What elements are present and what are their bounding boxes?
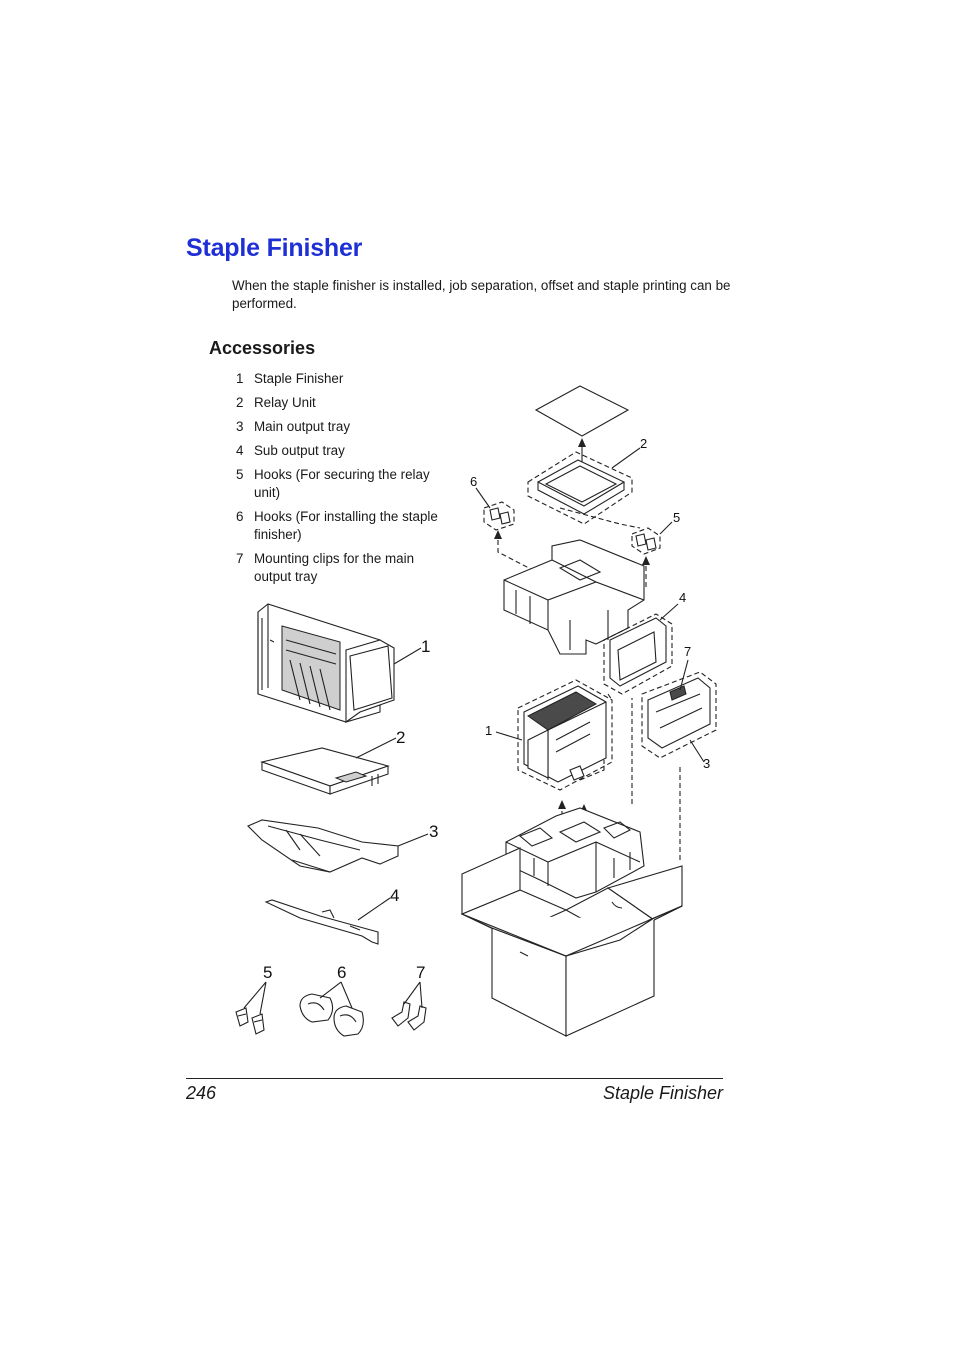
callout-label-7: 7: [416, 963, 425, 982]
accessories-list: 1 Staple Finisher 2 Relay Unit 3 Main outpu…: [232, 370, 447, 592]
sub-output-tray-drawing: [264, 899, 379, 945]
top-sheet-drawing: [534, 385, 630, 437]
list-item: 5 Hooks (For securing the relay unit): [232, 466, 447, 502]
finisher-hooks-drawing: [299, 993, 364, 1037]
shipping-box-drawing: [460, 847, 683, 1037]
callout-leader: [397, 833, 429, 847]
callout-label-1-right: 1: [485, 723, 492, 738]
list-item-label: Relay Unit: [254, 395, 316, 410]
callout-leader: [357, 897, 391, 921]
list-item-label: Mounting clips for the main output tray: [254, 551, 415, 584]
callout-leader: [689, 739, 705, 763]
mounting-clips-drawing: [391, 1001, 427, 1031]
callout-leader: [611, 447, 641, 469]
arrow-head: [578, 438, 586, 447]
relay-unit-drawing: [260, 747, 390, 795]
footer-page-number: 246: [186, 1083, 217, 1103]
list-item-number: 6: [236, 509, 244, 524]
callout-label-6: 6: [337, 963, 346, 982]
list-item: 2 Relay Unit: [232, 394, 447, 412]
callout-leader: [243, 981, 267, 1015]
intro-paragraph: When the staple finisher is installed, j…: [232, 278, 731, 311]
list-item: 6 Hooks (For installing the staple finish…: [232, 508, 447, 544]
list-item: 4 Sub output tray: [232, 442, 447, 460]
main-output-tray-drawing: [247, 819, 399, 873]
hooks-6-dashed-outline: [483, 501, 515, 531]
callout-leader: [403, 981, 423, 1009]
page-title: Staple Finisher: [186, 234, 363, 262]
hooks-5-dashed-outline: [631, 527, 661, 555]
list-item-label: Sub output tray: [254, 443, 345, 458]
callout-label-5-right: 5: [673, 510, 680, 525]
callout-leader: [355, 737, 397, 759]
callout-leader: [659, 603, 679, 621]
list-item-number: 5: [236, 467, 244, 482]
finisher-dashed-outline: [517, 679, 613, 791]
staple-finisher-drawing: [257, 603, 395, 724]
finisher-drawing: [523, 685, 607, 783]
list-item-label: Main output tray: [254, 419, 351, 434]
list-item-number: 7: [236, 551, 244, 566]
callout-label-5: 5: [263, 963, 272, 982]
upper-foam-drawing: [503, 539, 645, 655]
callout-label-4: 4: [390, 886, 399, 905]
callout-leader: [393, 647, 422, 665]
list-item-label: Hooks (For installing the staple finishe…: [254, 509, 438, 542]
callout-label-2: 2: [396, 728, 405, 747]
callout-leader: [475, 487, 491, 509]
callout-label-4-right: 4: [679, 590, 686, 605]
list-item-label: Staple Finisher: [254, 371, 344, 386]
sub-tray-dashed-outline: [603, 613, 673, 695]
callout-label-6-right: 6: [470, 474, 477, 489]
callout-leader: [659, 521, 673, 535]
callout-label-3: 3: [429, 822, 438, 841]
list-item-number: 1: [236, 371, 244, 386]
list-item: 3 Main output tray: [232, 418, 447, 436]
callout-label-2-right: 2: [640, 436, 647, 451]
relay-hooks-drawing: [235, 1007, 265, 1035]
list-item: 7 Mounting clips for the main output tray: [232, 550, 447, 586]
list-item-number: 4: [236, 443, 244, 458]
callout-label-1: 1: [421, 637, 430, 656]
main-tray-dashed-outline: [641, 671, 717, 759]
list-item-number: 2: [236, 395, 244, 410]
relay-unit-dashed-outline: [527, 451, 633, 525]
callout-label-7-right: 7: [684, 644, 691, 659]
list-item: 1 Staple Finisher: [232, 370, 447, 388]
callout-leader: [679, 659, 689, 691]
footer-rule: [186, 1078, 723, 1079]
callout-label-3-right: 3: [703, 756, 710, 771]
footer-section-title: Staple Finisher: [602, 1083, 723, 1103]
section-heading-accessories: Accessories: [209, 338, 316, 358]
callout-leader: [319, 981, 353, 1009]
list-item-label: Hooks (For securing the relay unit): [254, 467, 430, 500]
list-item-number: 3: [236, 419, 244, 434]
callout-leader: [495, 731, 523, 741]
